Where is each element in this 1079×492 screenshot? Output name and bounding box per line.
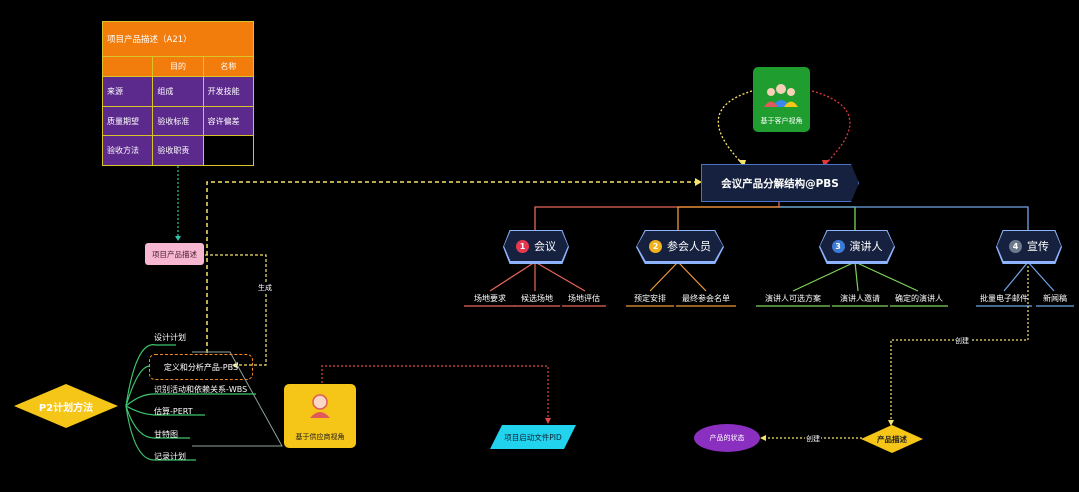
table-cell: 验收方法 [101, 135, 154, 166]
p2-method-label: P2计划方法 [38, 402, 94, 414]
p2-branch-lines [125, 344, 256, 461]
supplier-view-card[interactable]: 基于供应商视角 [284, 384, 356, 448]
branch-wbs: 识别活动和依赖关系-WBS [154, 385, 248, 394]
create-label: 创建 [954, 336, 970, 346]
category-label: 宣传 [1027, 240, 1049, 253]
leaf-node: 演讲人可选方案 [765, 294, 821, 303]
table-cell-empty [202, 135, 255, 166]
table-header-cell [101, 55, 154, 78]
branch-record-plan: 记录计划 [154, 452, 186, 461]
customer-view-label: 基于客户视角 [760, 117, 803, 125]
leaf-node: 场地要求 [474, 294, 506, 303]
supplier-person-icon [310, 394, 330, 418]
table-row: 质量期望 验收标准 容许偏差 [101, 105, 255, 137]
create-label-2: 创建 [805, 434, 821, 444]
table-cell: 验收标准 [152, 105, 204, 137]
table-cell: 开发技能 [202, 76, 255, 107]
table-header-row: 目的 名称 [101, 55, 255, 78]
branch-pert: 估算-PERT [154, 407, 193, 416]
product-description-node[interactable]: 项目产品描述 [145, 243, 204, 265]
supplier-view-label: 基于供应商视角 [295, 433, 345, 441]
table-cell: 组成 [152, 76, 204, 107]
branch-gantt: 甘特图 [154, 430, 178, 439]
product-description-table: 项目产品描述（A21） 目的 名称 来源 组成 开发技能 质量期望 验收标准 容… [101, 21, 255, 166]
customer-group-icon [764, 84, 798, 107]
category-number-badge: 3 [831, 239, 845, 253]
category-number-badge: 2 [649, 239, 662, 253]
connector-generate [205, 254, 267, 366]
table-title: 项目产品描述（A21） [102, 21, 254, 57]
category-number-badge: 4 [1009, 239, 1022, 253]
leaf-node: 最终参会名单 [682, 294, 730, 303]
category-label: 会议 [534, 240, 556, 253]
product-state-node[interactable]: 产品的状态 [694, 424, 760, 452]
category-attendees[interactable]: 2 参会人员 [636, 230, 724, 264]
category-publicity[interactable]: 4 宣传 [996, 230, 1062, 264]
p2-method-node[interactable]: P2计划方法 [14, 384, 118, 428]
pid-node[interactable]: 项目启动文件PID [490, 425, 576, 449]
customer-view-card[interactable]: 基于客户视角 [753, 67, 810, 132]
table-header-cell: 目的 [152, 55, 204, 78]
leaf-node: 演讲人邀请 [840, 294, 880, 303]
table-header-cell: 名称 [202, 55, 255, 78]
table-row: 验收方法 验收职责 [101, 135, 255, 166]
category-label: 演讲人 [849, 240, 883, 253]
generate-label: 生成 [257, 283, 273, 293]
table-cell: 容许偏差 [202, 105, 255, 137]
leaf-node: 确定的演讲人 [895, 294, 943, 303]
category-meeting[interactable]: 1 会议 [503, 230, 569, 264]
table-cell: 质量期望 [101, 105, 154, 137]
leaf-node: 候选场地 [521, 294, 553, 303]
table-cell: 来源 [101, 76, 154, 107]
category-number-badge: 1 [516, 239, 529, 253]
pid-label: 项目启动文件PID [504, 432, 562, 442]
category-label: 参会人员 [667, 240, 711, 253]
leaf-node: 场地评估 [568, 294, 600, 303]
leaf-node: 预定安排 [634, 294, 666, 303]
connector-supplier-pid [321, 365, 549, 420]
table-cell: 验收职责 [152, 135, 204, 166]
leaf-node: 批量电子邮件 [980, 294, 1028, 303]
leaf-node: 新闻稿 [1043, 294, 1067, 303]
branch-define-pbs[interactable]: 定义和分析产品-PBS [149, 354, 253, 380]
product-description-2-label: 产品描述 [877, 434, 907, 444]
table-row: 来源 组成 开发技能 [101, 76, 255, 107]
product-description-2-node[interactable]: 产品描述 [861, 425, 923, 453]
pbs-root-node[interactable]: 会议产品分解结构@PBS [701, 164, 859, 202]
connector-pbs-link [206, 181, 697, 353]
category-speakers[interactable]: 3 演讲人 [819, 230, 895, 264]
branch-design-plan: 设计计划 [154, 333, 186, 342]
